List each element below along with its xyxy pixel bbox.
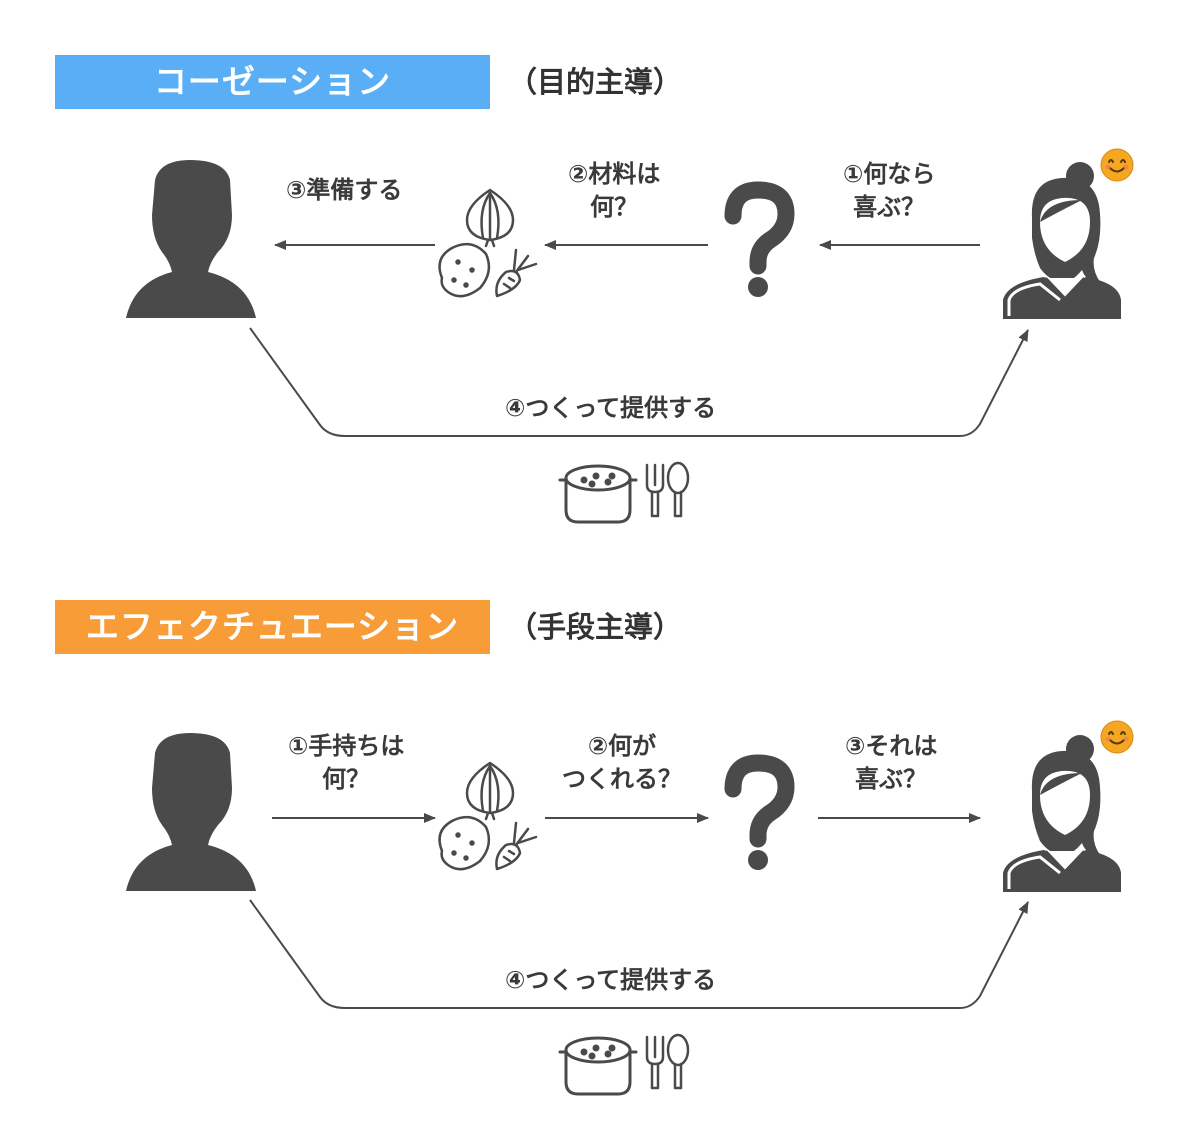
- smiley-icon: [1100, 148, 1134, 182]
- question-mark-icon: [724, 754, 795, 870]
- effectuation-step1-label: ①手持ちは 何？: [288, 732, 405, 793]
- causation-diagram: [126, 160, 1121, 524]
- vegetables-icon: [438, 188, 538, 298]
- smiley-icon: [1100, 720, 1134, 754]
- causation-subtitle: （目的主導）: [508, 65, 683, 99]
- causation-step2-label: ②材料は 何？: [568, 160, 661, 221]
- effectuation-diagram: [126, 733, 1121, 1096]
- effectuation-step4-label: ④つくって提供する: [505, 966, 717, 994]
- effectuation-title: エフェクチュエーション: [55, 600, 490, 654]
- causation-step4-label: ④つくって提供する: [505, 394, 717, 422]
- woman-icon: [1003, 162, 1121, 319]
- pot-icon: [558, 464, 638, 524]
- effectuation-subtitle: （手段主導）: [508, 610, 683, 644]
- causation-step1-label: ①何なら 喜ぶ？: [843, 160, 936, 221]
- pot-icon: [558, 1036, 638, 1096]
- effectuation-section: エフェクチュエーション （手段主導）: [0, 560, 1200, 1133]
- effectuation-step2-label: ②何が つくれる？: [562, 732, 682, 793]
- arrow-step4: [249, 327, 1029, 437]
- causation-title: コーゼーション: [55, 55, 490, 109]
- cutlery-icon: [645, 461, 690, 518]
- person-icon: [126, 160, 256, 318]
- causation-section: コーゼーション （目的主導）: [55, 55, 1134, 524]
- woman-icon: [1003, 735, 1121, 892]
- arrow-step4: [249, 899, 1029, 1009]
- question-mark-icon: [724, 181, 795, 297]
- vegetables-icon: [438, 761, 538, 871]
- person-icon: [126, 733, 256, 891]
- cutlery-icon: [645, 1033, 690, 1090]
- effectuation-step3-label: ③それは 喜ぶ？: [845, 732, 938, 793]
- causation-step3-label: ③準備する: [286, 176, 403, 204]
